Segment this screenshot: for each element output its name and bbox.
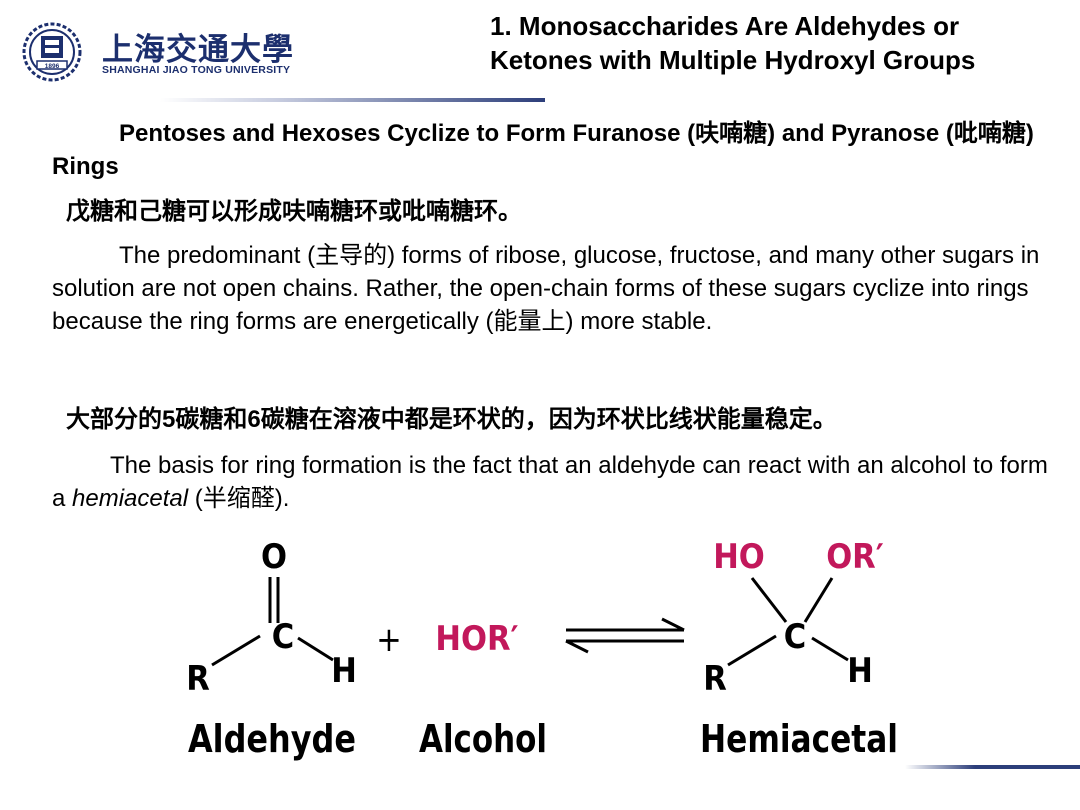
hemiacetal-carbon: C bbox=[784, 617, 806, 657]
university-logo: 1896 上海交通大學 SHANGHAI JIAO TONG UNIVERSIT… bbox=[22, 22, 293, 82]
university-seal-icon: 1896 bbox=[22, 22, 82, 82]
aldehyde-caption: Aldehyde bbox=[188, 717, 356, 761]
aldehyde-r-group: R bbox=[186, 659, 210, 699]
paragraph-1-en: The predominant (主导的) forms of ribose, g… bbox=[52, 242, 1040, 335]
university-name-en: SHANGHAI JIAO TONG UNIVERSITY bbox=[102, 64, 291, 76]
paragraph-2-en: The basis for ring formation is the fact… bbox=[52, 452, 1048, 512]
hemiacetal-hydroxyl: HO bbox=[713, 537, 765, 577]
slide-title: 1. Monosaccharides Are Aldehydes or Keto… bbox=[490, 9, 1075, 77]
subheading-en: Pentoses and Hexoses Cyclize to Form Fur… bbox=[52, 120, 1034, 180]
hemiacetal-r-group: R bbox=[703, 659, 727, 699]
hemiacetal-hydrogen: H bbox=[847, 651, 873, 691]
plus-sign: + bbox=[376, 620, 402, 660]
seal-year: 1896 bbox=[45, 63, 60, 70]
hemiacetal-term: hemiacetal bbox=[72, 485, 189, 512]
hemiacetal-caption: Hemiacetal bbox=[700, 717, 898, 761]
equilibrium-arrow-icon bbox=[565, 617, 685, 654]
subheading-cn: 戊糖和己糖可以形成呋喃糖环或吡喃糖环。 bbox=[66, 198, 522, 225]
aldehyde-hydrogen: H bbox=[331, 651, 357, 691]
hemiacetal-reaction-diagram: O C R H + HOR′ HO OR′ C R H Aldehyde Alc… bbox=[186, 537, 898, 761]
aldehyde-oxygen: O bbox=[261, 537, 287, 577]
university-name-cn: 上海交通大學 bbox=[102, 32, 294, 68]
title-divider bbox=[160, 98, 545, 102]
alcohol-caption: Alcohol bbox=[419, 717, 547, 761]
title-line-1: 1. Monosaccharides Are Aldehydes or bbox=[490, 11, 960, 41]
paragraph-1-cn: 大部分的5碳糖和6碳糖在溶液中都是环状的，因为环状比线状能量稳定。 bbox=[66, 406, 837, 433]
footer-divider bbox=[905, 765, 1080, 769]
hemiacetal-alkoxy: OR′ bbox=[826, 537, 884, 577]
aldehyde-carbon: C bbox=[272, 617, 294, 657]
alcohol-formula: HOR′ bbox=[435, 619, 518, 659]
title-line-2: Ketones with Multiple Hydroxyl Groups bbox=[490, 45, 976, 75]
